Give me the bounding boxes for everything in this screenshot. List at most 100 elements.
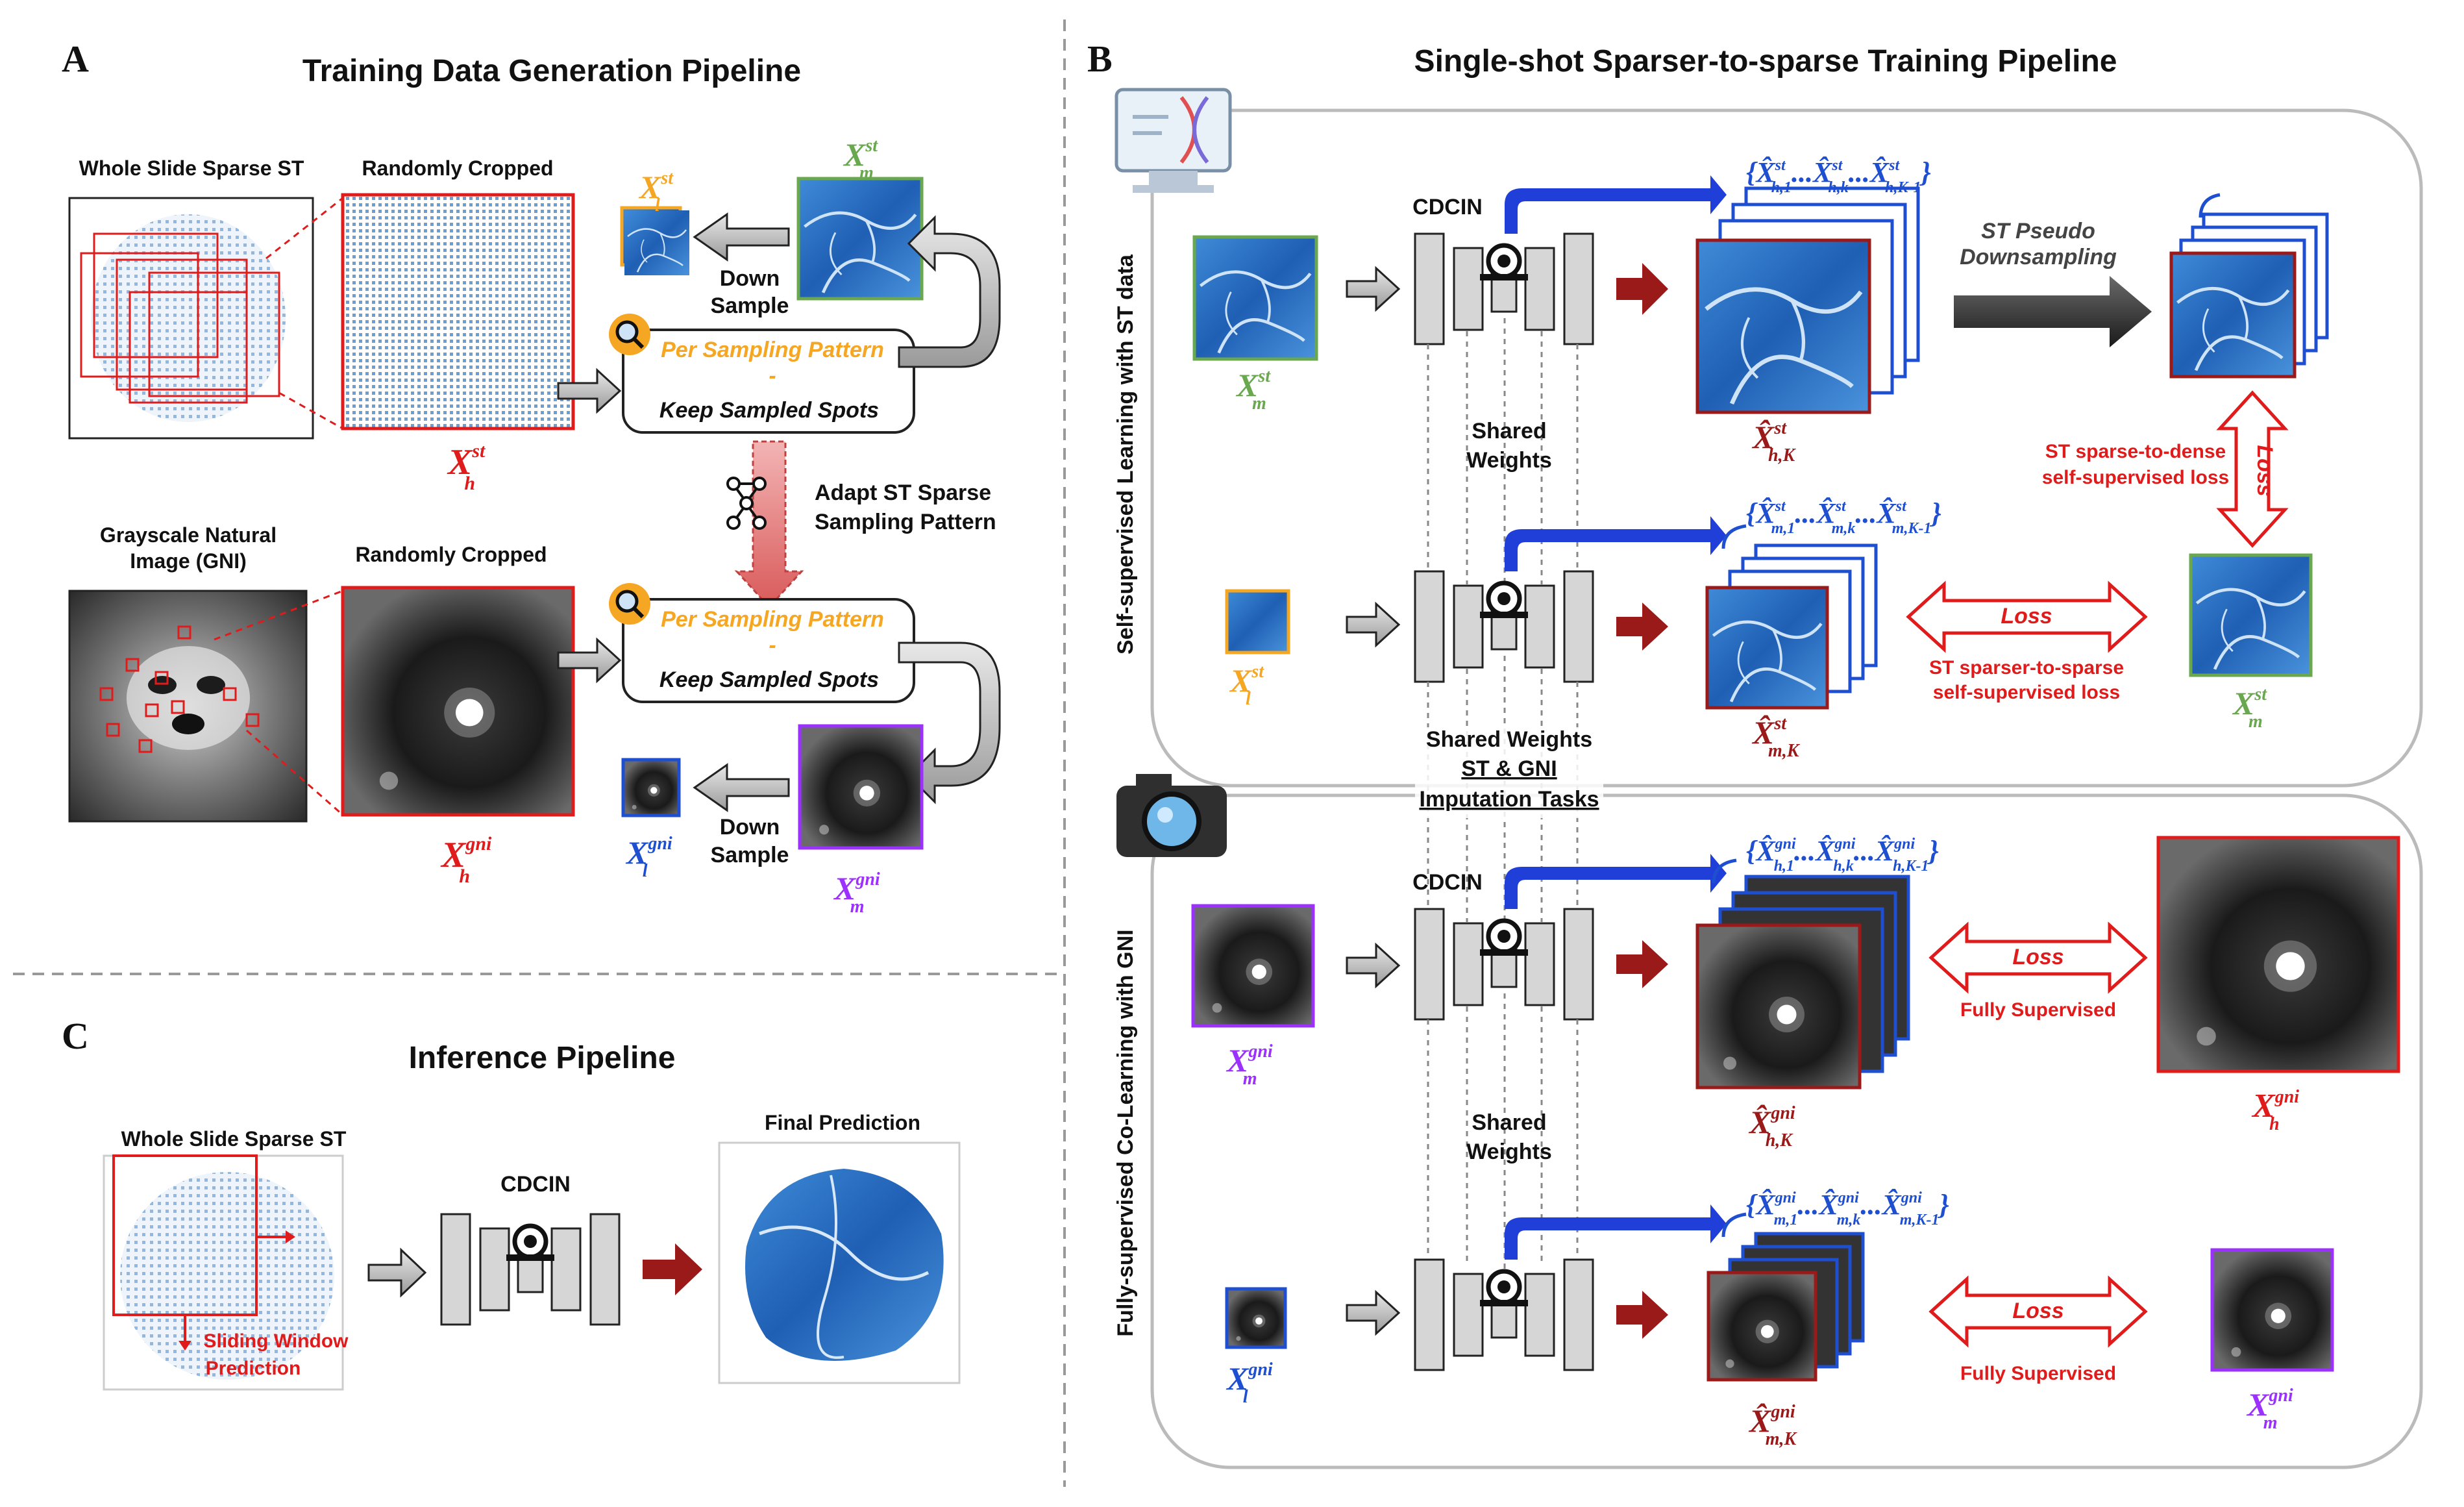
loss-arrow-4 bbox=[1928, 1275, 2148, 1348]
shared-label-2: Shared bbox=[1472, 1110, 1546, 1135]
randomly-cropped-label-2: Randomly Cropped bbox=[355, 543, 547, 566]
panel-c-letter: C bbox=[62, 1015, 89, 1057]
c-network bbox=[441, 1214, 619, 1325]
b-pseudo-stack bbox=[2169, 212, 2329, 379]
dash-2: - bbox=[769, 633, 776, 658]
c-arrow-in bbox=[367, 1247, 427, 1298]
arrow-to-sampling-bottom bbox=[557, 637, 622, 684]
camera-icon bbox=[1116, 774, 1227, 857]
pseudo-label-1: ST Pseudo bbox=[1981, 219, 2095, 243]
sample-label-1: Sample bbox=[711, 293, 789, 318]
side-label-bottom: Fully-supervised Co-Learning with GNI bbox=[1113, 929, 1138, 1336]
gni-label-2: Image (GNI) bbox=[130, 549, 247, 573]
shared-label-1: Shared bbox=[1472, 419, 1546, 443]
adapt-label-1: Adapt ST Sparse bbox=[815, 480, 991, 505]
side-label-top: Self-supervised Learning with ST data bbox=[1113, 254, 1138, 654]
imputation-label: Imputation Tasks bbox=[1419, 787, 1599, 812]
b-x-m-st-image bbox=[1192, 235, 1318, 361]
b-x-m-st-target bbox=[2189, 553, 2313, 677]
sparser-sparse-label-2: self-supervised loss bbox=[1933, 682, 2120, 703]
loss-label-3: Loss bbox=[2012, 945, 2064, 969]
randomly-cropped-label-1: Randomly Cropped bbox=[362, 156, 553, 180]
monitor-dna-icon bbox=[1115, 88, 1232, 193]
st-gni-label: ST & GNI bbox=[1461, 756, 1557, 781]
b-output-stack-1 bbox=[1697, 186, 1920, 412]
cropped-st-image bbox=[341, 193, 575, 430]
magnifier-icon-top bbox=[609, 314, 650, 355]
down-sample-arrow-bottom bbox=[693, 763, 790, 812]
sample-label-2: Sample bbox=[711, 843, 789, 867]
final-prediction-label: Final Prediction bbox=[765, 1111, 920, 1134]
per-sampling-box-top bbox=[622, 329, 915, 434]
c-arrow-out bbox=[643, 1243, 702, 1295]
down-label-2: Down bbox=[720, 815, 780, 840]
whole-slide-image bbox=[68, 197, 314, 440]
x-m-st-image bbox=[796, 177, 924, 301]
loss-arrow-2 bbox=[1906, 580, 2148, 653]
loss-arrow-3 bbox=[1928, 921, 2148, 994]
shared-weights-mid: Shared Weights bbox=[1426, 727, 1592, 752]
down-sample-arrow-top bbox=[693, 212, 790, 262]
sparser-sparse-label-1: ST sparser-to-sparse bbox=[1929, 657, 2124, 679]
per-sampling-label-1: Per Sampling Pattern bbox=[661, 338, 884, 362]
down-label-1: Down bbox=[720, 266, 780, 291]
loss-label-4: Loss bbox=[2012, 1299, 2064, 1323]
panel-a-title: Training Data Generation Pipeline bbox=[302, 54, 801, 88]
keep-sampled-label-1: Keep Sampled Spots bbox=[659, 398, 879, 423]
c-whole-slide-label: Whole Slide Sparse ST bbox=[121, 1127, 347, 1151]
arrow-to-sampling-top bbox=[557, 367, 622, 414]
loss-label-2: Loss bbox=[2001, 604, 2052, 629]
x-m-gni-image bbox=[798, 724, 924, 850]
cropped-gni-image bbox=[341, 586, 575, 817]
b-output-stack-2 bbox=[1705, 543, 1878, 710]
sliding-window-label-1: Sliding Window bbox=[203, 1330, 349, 1352]
b-x-m-gni-target bbox=[2210, 1248, 2334, 1372]
panel-b-title: Single-shot Sparser-to-sparse Training P… bbox=[1414, 44, 2117, 79]
loss-vertical: Loss bbox=[2252, 445, 2277, 496]
final-prediction-image bbox=[718, 1141, 961, 1384]
sampling-pattern-icon bbox=[726, 477, 767, 530]
b-x-l-st-image bbox=[1225, 589, 1290, 654]
dash-1: - bbox=[769, 364, 776, 388]
sliding-window-label-2: Prediction bbox=[206, 1358, 301, 1379]
adapt-label-2: Sampling Pattern bbox=[815, 510, 996, 534]
b-cdcin-3: CDCIN bbox=[1412, 870, 1483, 895]
panel-b-letter: B bbox=[1087, 38, 1113, 80]
return-arrow-bottom bbox=[898, 641, 1001, 804]
c-cdcin-label: CDCIN bbox=[500, 1172, 571, 1197]
fully-supervised-label-2: Fully Supervised bbox=[1960, 1363, 2116, 1384]
loss-arrow-vertical bbox=[2216, 390, 2289, 548]
b-output-stack-4 bbox=[1706, 1232, 1865, 1382]
sparse-dense-label-2: self-supervised loss bbox=[2042, 467, 2229, 488]
pseudo-downsampling-arrow bbox=[1954, 276, 2152, 347]
c-whole-slide-image bbox=[103, 1154, 344, 1391]
x-l-gni-image bbox=[621, 758, 681, 817]
gni-label-1: Grayscale Natural bbox=[100, 523, 277, 547]
b-x-l-gni-image bbox=[1225, 1287, 1287, 1349]
b-x-m-gni-image bbox=[1191, 904, 1315, 1028]
adapt-arrow bbox=[734, 440, 804, 609]
b-output-stack-3 bbox=[1695, 875, 1910, 1090]
b-x-h-gni-target bbox=[2156, 836, 2400, 1073]
b-cdcin-1: CDCIN bbox=[1412, 195, 1483, 219]
fully-supervised-label-1: Fully Supervised bbox=[1960, 999, 2116, 1021]
magnifier-icon-bottom bbox=[609, 583, 650, 625]
gni-whole-image bbox=[68, 590, 308, 823]
keep-sampled-label-2: Keep Sampled Spots bbox=[659, 667, 879, 692]
